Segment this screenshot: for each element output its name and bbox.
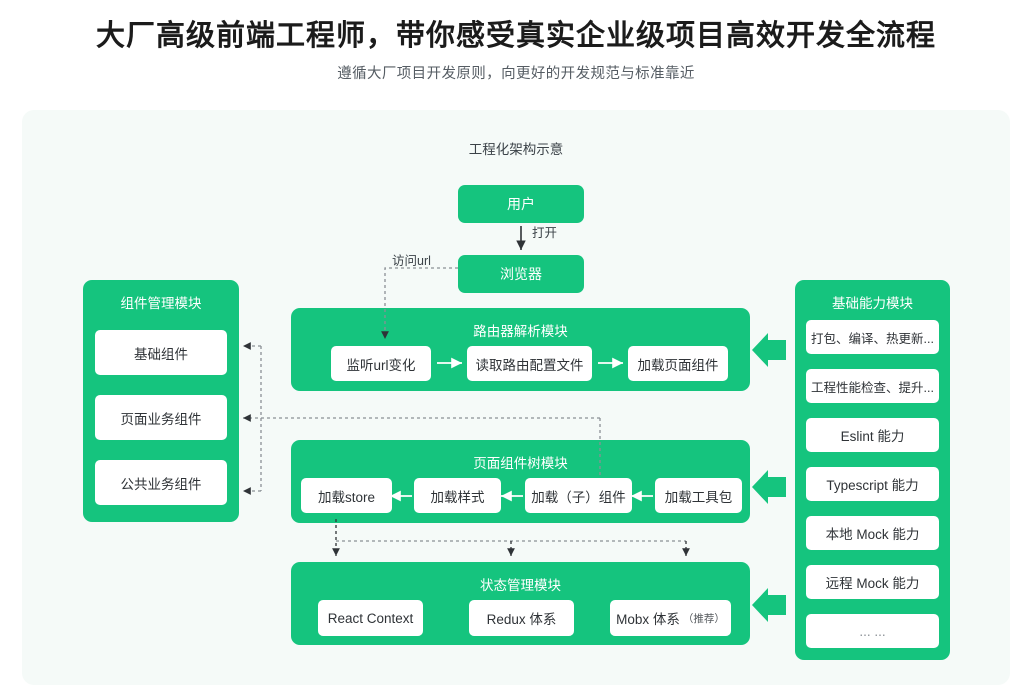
router-step-0[interactable]: 监听url变化 <box>331 346 431 381</box>
state-item-1[interactable]: Redux 体系 <box>469 600 574 636</box>
left-module-item-0[interactable]: 基础组件 <box>95 330 227 375</box>
tree-step-1[interactable]: 加载样式 <box>414 478 501 513</box>
state-item-2[interactable]: Mobx 体系 （推荐） <box>610 600 731 636</box>
state-module-title: 状态管理模块 <box>480 578 561 593</box>
left-module-title: 组件管理模块 <box>120 296 202 311</box>
tree-module: 页面组件树模块 加载store 加载样式 加载（子）组件 加载工具包 <box>291 440 750 523</box>
state-item-0-label: React Context <box>327 610 414 626</box>
right-module-item-6[interactable]: ... ... <box>806 614 939 648</box>
left-module-item-1[interactable]: 页面业务组件 <box>95 395 227 440</box>
right-module-item-0[interactable]: 打包、编译、热更新... <box>806 320 939 354</box>
right-module-item-2[interactable]: Eslint 能力 <box>806 418 939 452</box>
right-module: 基础能力模块 打包、编译、热更新... 工程性能检查、提升... Eslint … <box>795 280 950 660</box>
state-item-0[interactable]: React Context <box>318 600 423 636</box>
router-step-1[interactable]: 读取路由配置文件 <box>467 346 592 381</box>
state-item-2-note: （推荐） <box>682 612 725 625</box>
tree-step-0[interactable]: 加载store <box>301 478 392 513</box>
right-module-item-1[interactable]: 工程性能检查、提升... <box>806 369 939 403</box>
state-module: 状态管理模块 React Context Redux 体系 Mobx 体系 （推… <box>291 562 750 645</box>
left-module-item-2[interactable]: 公共业务组件 <box>95 460 227 505</box>
right-module-item-3[interactable]: Typescript 能力 <box>806 467 939 501</box>
page-title: 大厂高级前端工程师，带你感受真实企业级项目高效开发全流程 <box>95 20 936 52</box>
tree-module-title: 页面组件树模块 <box>473 456 568 471</box>
tree-step-2[interactable]: 加载（子）组件 <box>525 478 632 513</box>
browser-box: 浏览器 <box>458 255 584 293</box>
visit-url-label: 访问url <box>392 254 431 268</box>
page-subtitle: 遵循大厂项目开发原则，向更好的开发规范与标准靠近 <box>337 66 695 82</box>
state-item-1-label: Redux 体系 <box>486 612 557 627</box>
right-module-item-4[interactable]: 本地 Mock 能力 <box>806 516 939 550</box>
tree-step-3[interactable]: 加载工具包 <box>655 478 742 513</box>
right-module-item-5[interactable]: 远程 Mock 能力 <box>806 565 939 599</box>
router-module: 路由器解析模块 监听url变化 读取路由配置文件 加载页面组件 <box>291 308 750 391</box>
router-module-title: 路由器解析模块 <box>473 324 568 339</box>
user-box: 用户 <box>458 185 584 223</box>
left-module: 组件管理模块 基础组件 页面业务组件 公共业务组件 <box>83 280 239 522</box>
state-item-2-label: Mobx 体系 <box>616 612 680 627</box>
router-step-2[interactable]: 加载页面组件 <box>628 346 728 381</box>
diagram-heading: 工程化架构示意 <box>468 142 564 157</box>
right-module-title: 基础能力模块 <box>832 296 913 311</box>
open-arrow-label: 打开 <box>532 226 558 240</box>
